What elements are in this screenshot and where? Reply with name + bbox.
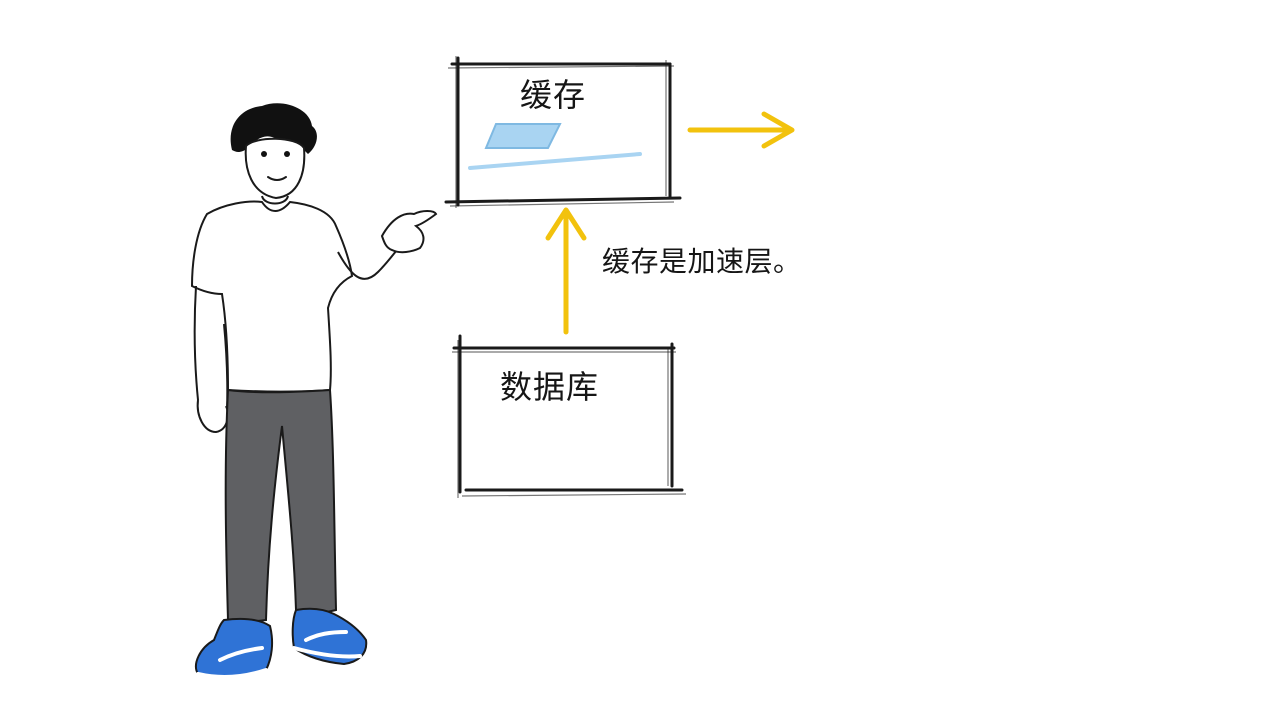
cache-label: 缓存 [520,76,587,114]
cache-highlight-icon [484,123,562,149]
right-eye-icon [284,151,290,157]
left-shoe-swoosh-icon [218,646,264,662]
right-shoe-swoosh-icon [304,630,348,642]
left-hand-icon [196,399,229,434]
database-label: 数据库 [500,368,600,406]
left-eye-icon [261,151,267,157]
left-shoe-sole-icon [196,668,268,679]
head-icon [244,137,306,200]
pointing-hand-icon [380,210,438,254]
database-box [452,334,687,498]
arrow-up-icon [545,207,587,335]
annotation-label: 缓存是加速层。 [602,245,802,278]
cache-box [444,56,682,208]
shirt-icon [190,200,354,393]
mouth-icon [267,176,287,181]
pants-icon [224,388,338,623]
right-shoe-sole-icon [292,646,362,659]
arrow-right-icon [687,111,795,149]
neck-icon [261,195,289,205]
cache-line-icon [468,152,642,170]
person-illustration [190,103,438,679]
